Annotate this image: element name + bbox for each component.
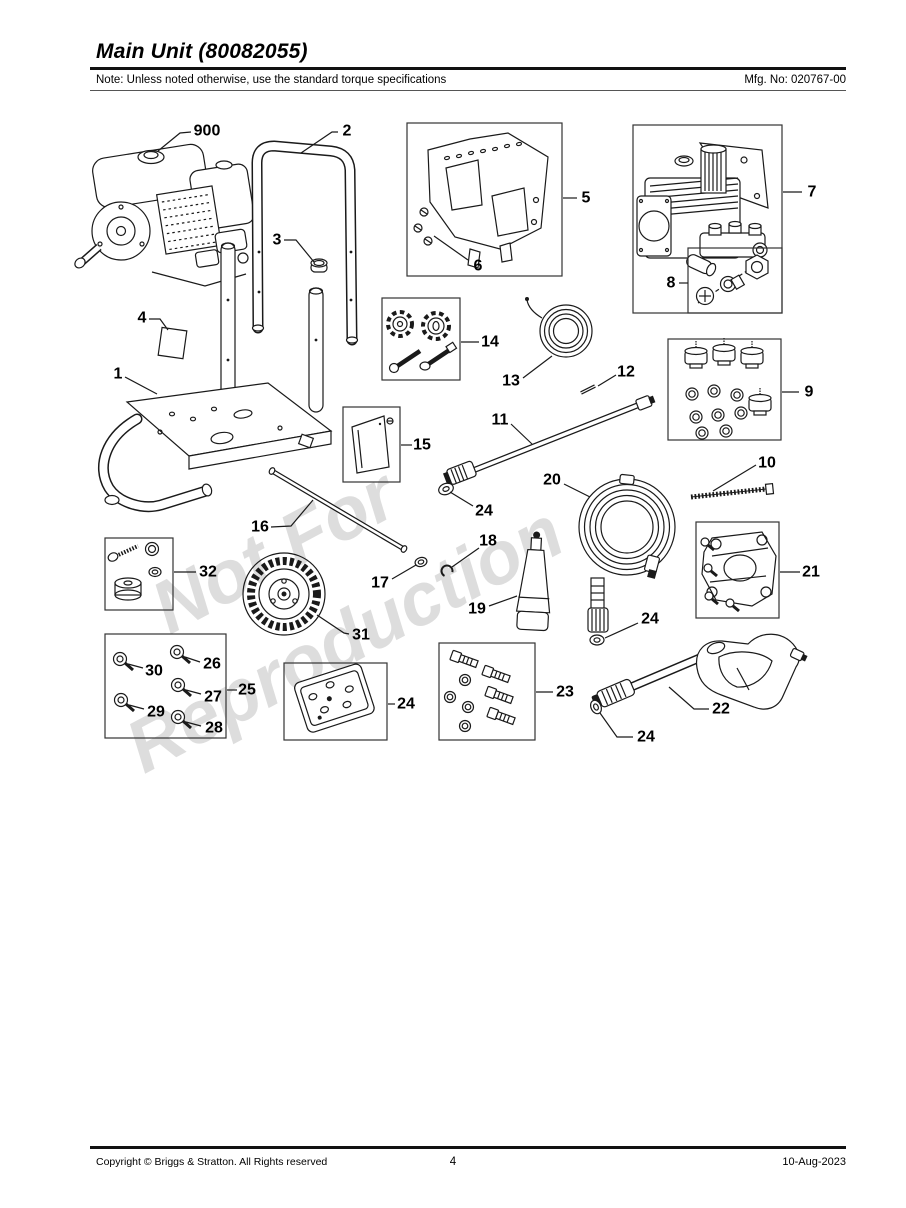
- callout-3: 3: [273, 232, 282, 249]
- hardware-kit-box: [104, 537, 174, 611]
- panel-screws-illustration: [413, 207, 433, 246]
- footer-copyright: Copyright © Briggs & Stratton. All Right…: [96, 1156, 328, 1168]
- callout-5: 5: [582, 190, 591, 207]
- callout-8: 8: [667, 275, 676, 292]
- pump-kit-box: [687, 247, 783, 314]
- header-meta-row: Note: Unless noted otherwise, use the st…: [96, 74, 846, 86]
- plate-box: [283, 662, 388, 741]
- nozzle-illustration: [515, 531, 551, 632]
- handle-illustration: [251, 140, 359, 346]
- washer-24-hose-illustration: [589, 634, 605, 646]
- plate-screws: [700, 537, 740, 613]
- callout-29: 29: [147, 704, 165, 721]
- frame-illustration: [97, 382, 333, 513]
- pump-box: [632, 124, 783, 314]
- footer-rule: [90, 1146, 846, 1149]
- callout-32: 32: [199, 564, 217, 581]
- screw-29: [113, 692, 135, 713]
- wheel-illustration: [242, 552, 326, 636]
- callout-12: 12: [617, 364, 635, 381]
- page-title: Main Unit (80082055): [96, 40, 308, 63]
- torque-note: Note: Unless noted otherwise, use the st…: [96, 74, 447, 86]
- screw-26: [169, 644, 191, 665]
- callout-20: 20: [543, 472, 561, 489]
- rubber-mounts: [684, 338, 772, 416]
- warning-label-illustration: [157, 326, 188, 360]
- screw-27: [170, 677, 192, 698]
- washer-24-gun-illustration: [589, 699, 603, 715]
- mfg-number: Mfg. No: 020767-00: [744, 74, 846, 86]
- flange-nuts: [685, 384, 748, 440]
- callout-6: 6: [474, 258, 483, 275]
- callout-23: 23: [556, 684, 574, 701]
- callout-1: 1: [114, 366, 123, 383]
- screw-30: [112, 651, 134, 672]
- axle-illustration: [268, 467, 408, 553]
- header-subrule: [90, 90, 846, 91]
- clip-18-illustration: [440, 564, 454, 578]
- callout-16: 16: [251, 519, 269, 536]
- rod-illustration: [690, 482, 775, 500]
- hose-13-illustration: [525, 297, 593, 358]
- callout-21: 21: [802, 564, 820, 581]
- bolt-kit-box: [438, 642, 536, 741]
- callout-900: 900: [194, 123, 221, 140]
- callout-26: 26: [203, 656, 221, 673]
- mount-kit-box: [667, 338, 782, 441]
- header-rule: [90, 67, 846, 70]
- callout-22: 22: [712, 701, 730, 718]
- callout-31: 31: [352, 627, 370, 644]
- callout-28: 28: [205, 720, 223, 737]
- callout-17: 17: [371, 575, 389, 592]
- callout-9: 9: [805, 384, 814, 401]
- callout-7: 7: [808, 184, 817, 201]
- washer-24-lance-illustration: [438, 482, 454, 496]
- leader-lines: [124, 131, 802, 738]
- callout-18: 18: [479, 533, 497, 550]
- callout-2: 2: [343, 123, 352, 140]
- panel-box: [406, 122, 563, 277]
- washer-17-illustration: [414, 556, 428, 568]
- callout-15: 15: [413, 437, 431, 454]
- callout-27: 27: [204, 689, 222, 706]
- footer-date: 10-Aug-2023: [782, 1156, 846, 1168]
- callout-14: 14: [481, 334, 499, 351]
- callout-10: 10: [758, 455, 776, 472]
- handle-cap-illustration: [310, 258, 328, 273]
- footer-page-number: 4: [449, 1156, 457, 1168]
- lance-illustration: [442, 395, 656, 485]
- knob-kit-box: [381, 297, 461, 381]
- plate-kit-box: [695, 521, 780, 619]
- callout-11: 11: [492, 412, 509, 429]
- frame-upright-tubes: [220, 242, 324, 413]
- pin-illustration: [580, 384, 596, 395]
- hose-20-illustration: [578, 473, 676, 633]
- callout-24-hose: 24: [641, 611, 659, 628]
- callout-13: 13: [502, 373, 520, 390]
- gun-illustration: [591, 633, 808, 710]
- screw-28: [170, 709, 192, 730]
- callout-4: 4: [138, 310, 147, 327]
- callout-19: 19: [468, 601, 486, 618]
- flap-box: [342, 406, 401, 483]
- callout-25: 25: [238, 682, 256, 699]
- screw-kit-box: [104, 633, 227, 739]
- callout-24-plate: 24: [397, 696, 415, 713]
- callout-30: 30: [145, 663, 163, 680]
- callout-numbers: 900 2 3 4 1 5 6 7 8 9 10 11 12 13 14 15 …: [114, 123, 820, 746]
- callout-24-gun: 24: [637, 729, 655, 746]
- callout-24-lance: 24: [475, 503, 493, 520]
- engine-illustration: [74, 143, 255, 287]
